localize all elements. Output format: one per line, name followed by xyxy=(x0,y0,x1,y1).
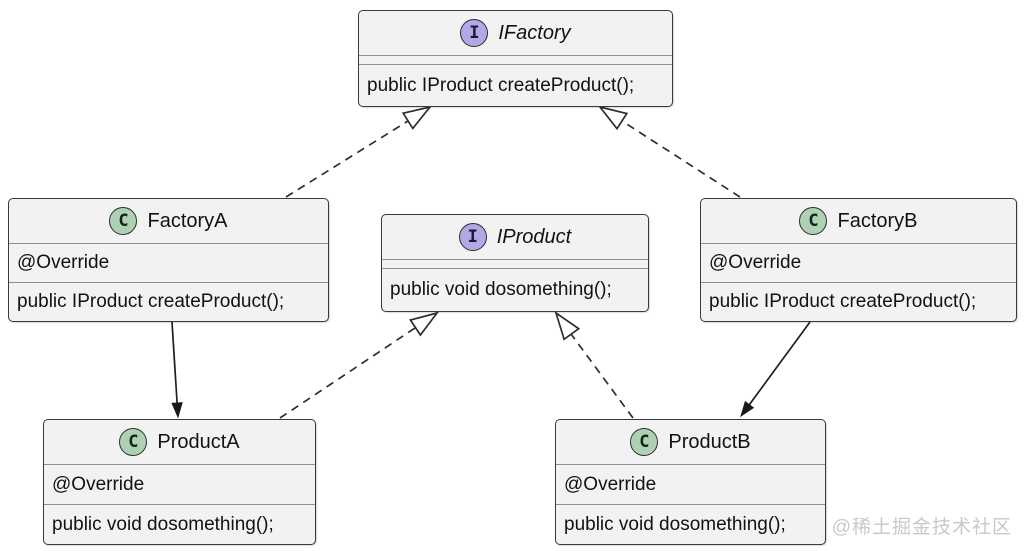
class-header: C ProductB xyxy=(556,420,825,464)
class-title: ProductB xyxy=(668,430,751,453)
uml-class-box-producta: C ProductA @Override public void dosomet… xyxy=(43,419,316,545)
dependency-factoryb-productb xyxy=(748,321,811,406)
attribute-row: @Override xyxy=(701,243,1016,282)
class-icon: C xyxy=(109,207,138,235)
uml-interface-box-ifactory: I IFactory public IProduct createProduct… xyxy=(358,10,673,107)
realization-productb-iproduct xyxy=(570,333,634,419)
watermark: @稀土掘金技术社区 xyxy=(831,517,1012,538)
interface-title: IFactory xyxy=(498,21,571,44)
class-icon: C xyxy=(630,428,659,456)
interface-header: I IFactory xyxy=(359,11,672,55)
class-title: FactoryB xyxy=(837,209,918,232)
class-title: FactoryA xyxy=(147,209,228,232)
interface-icon: I xyxy=(460,19,489,47)
method-row: public IProduct createProduct(); xyxy=(9,282,328,321)
attribute-row: @Override xyxy=(44,464,315,504)
hollow-triangle-icon xyxy=(401,105,433,130)
attributes-section-empty xyxy=(359,55,672,64)
uml-class-box-productb: C ProductB @Override public void dosomet… xyxy=(555,419,826,545)
uml-class-box-factorya: C FactoryA @Override public IProduct cre… xyxy=(8,198,329,322)
realization-factorya-ifactory xyxy=(285,120,409,198)
interface-title: IProduct xyxy=(496,225,572,248)
method-row: public void dosomething(); xyxy=(44,504,315,544)
dependency-factorya-producta xyxy=(171,321,178,404)
class-header: C FactoryB xyxy=(701,199,1016,243)
class-header: C ProductA xyxy=(44,420,315,464)
realization-producta-iproduct xyxy=(279,327,416,419)
class-icon: C xyxy=(799,207,828,235)
filled-arrowhead-icon xyxy=(740,400,755,418)
attribute-row: @Override xyxy=(9,243,328,282)
class-header: C FactoryA xyxy=(9,199,328,243)
hollow-triangle-icon xyxy=(597,105,629,131)
interface-icon: I xyxy=(458,223,487,251)
method-row: public IProduct createProduct(); xyxy=(701,282,1016,321)
uml-class-box-factoryb: C FactoryB @Override public IProduct cre… xyxy=(700,198,1017,322)
class-icon: C xyxy=(119,428,148,456)
class-title: ProductA xyxy=(157,430,240,453)
method-row: public void dosomething(); xyxy=(556,504,825,544)
filled-arrowhead-icon xyxy=(171,402,183,419)
interface-header: I IProduct xyxy=(382,215,648,259)
method-row: public void dosomething(); xyxy=(382,268,648,311)
method-row: public IProduct createProduct(); xyxy=(359,64,672,106)
attribute-row: @Override xyxy=(556,464,825,504)
realization-factoryb-ifactory xyxy=(621,120,741,198)
uml-interface-box-iproduct: I IProduct public void dosomething(); xyxy=(381,214,649,312)
hollow-triangle-icon xyxy=(409,311,440,337)
attributes-section-empty xyxy=(382,259,648,268)
hollow-triangle-icon xyxy=(554,310,581,341)
